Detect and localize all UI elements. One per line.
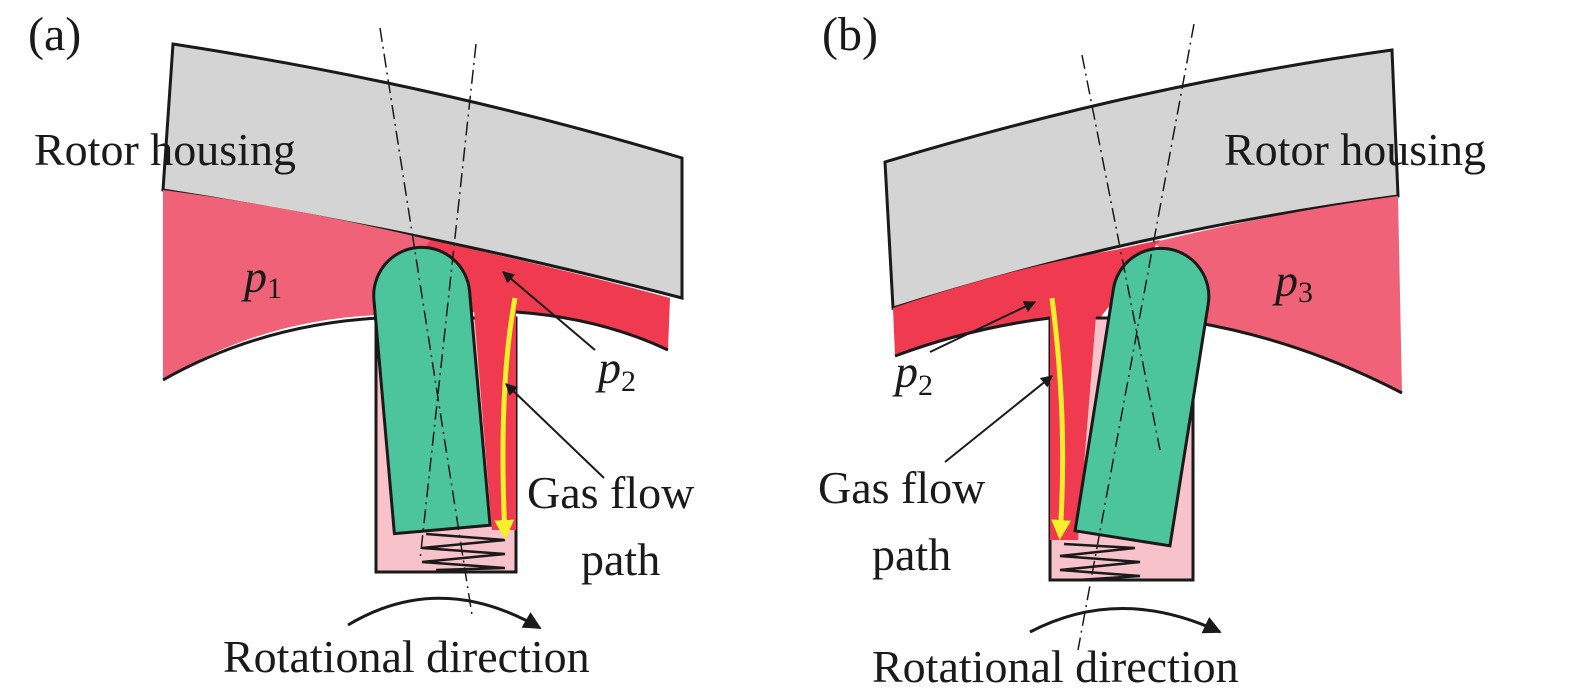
leader-flow-b bbox=[944, 375, 1053, 463]
apex-seal-b bbox=[1073, 246, 1211, 548]
rotation-label-b: Rotational direction bbox=[872, 641, 1239, 692]
rotation-arrow-b bbox=[1029, 607, 1222, 634]
rotation-label-a: Rotational direction bbox=[223, 631, 590, 682]
centerline-b-2 bbox=[1077, 23, 1195, 651]
apex-seal-a bbox=[372, 245, 492, 536]
flow-label-b-line2: path bbox=[872, 529, 951, 580]
rotor-surface-a-right bbox=[515, 310, 669, 352]
panel-a: (a) Rotor housing p1 p2 Gas flow path Ro… bbox=[28, 8, 695, 682]
gas-flow-arrow-a bbox=[494, 297, 518, 540]
chamber-label-p1: p1 bbox=[241, 251, 282, 305]
panel-tag-a: (a) bbox=[28, 8, 81, 61]
spring-a bbox=[421, 532, 506, 572]
rotor-surface-b-right bbox=[1192, 320, 1403, 395]
rotation-arrow-a bbox=[347, 596, 542, 630]
flow-label-a-line1: Gas flow bbox=[527, 467, 695, 518]
chamber-label-p3: p3 bbox=[1272, 255, 1313, 309]
rotor-surface-a-left bbox=[162, 316, 379, 382]
centerline-b-1 bbox=[1081, 54, 1161, 451]
centerline-a-1 bbox=[379, 27, 473, 616]
leader-flow-a bbox=[505, 383, 605, 479]
gap-label-a: p2 bbox=[595, 342, 636, 398]
flow-label-b-line1: Gas flow bbox=[818, 462, 986, 513]
spring-b bbox=[1059, 542, 1141, 582]
leader-p2-b bbox=[929, 301, 1037, 353]
panel-tag-b: (b) bbox=[822, 8, 878, 61]
chamber-p1 bbox=[163, 190, 430, 380]
gas-flow-arrow-b bbox=[1049, 297, 1072, 540]
housing-label-a: Rotor housing bbox=[34, 124, 296, 175]
centerline-a-2 bbox=[419, 43, 477, 561]
flow-label-a-line2: path bbox=[581, 534, 660, 585]
gap-label-b: p2 bbox=[892, 346, 933, 402]
leader-p2-a bbox=[502, 271, 596, 351]
chamber-p3 bbox=[1155, 196, 1402, 393]
panel-b: (b) Rotor housing p3 p2 Gas flow path Ro… bbox=[818, 8, 1486, 692]
housing-label-b: Rotor housing bbox=[1224, 124, 1486, 175]
